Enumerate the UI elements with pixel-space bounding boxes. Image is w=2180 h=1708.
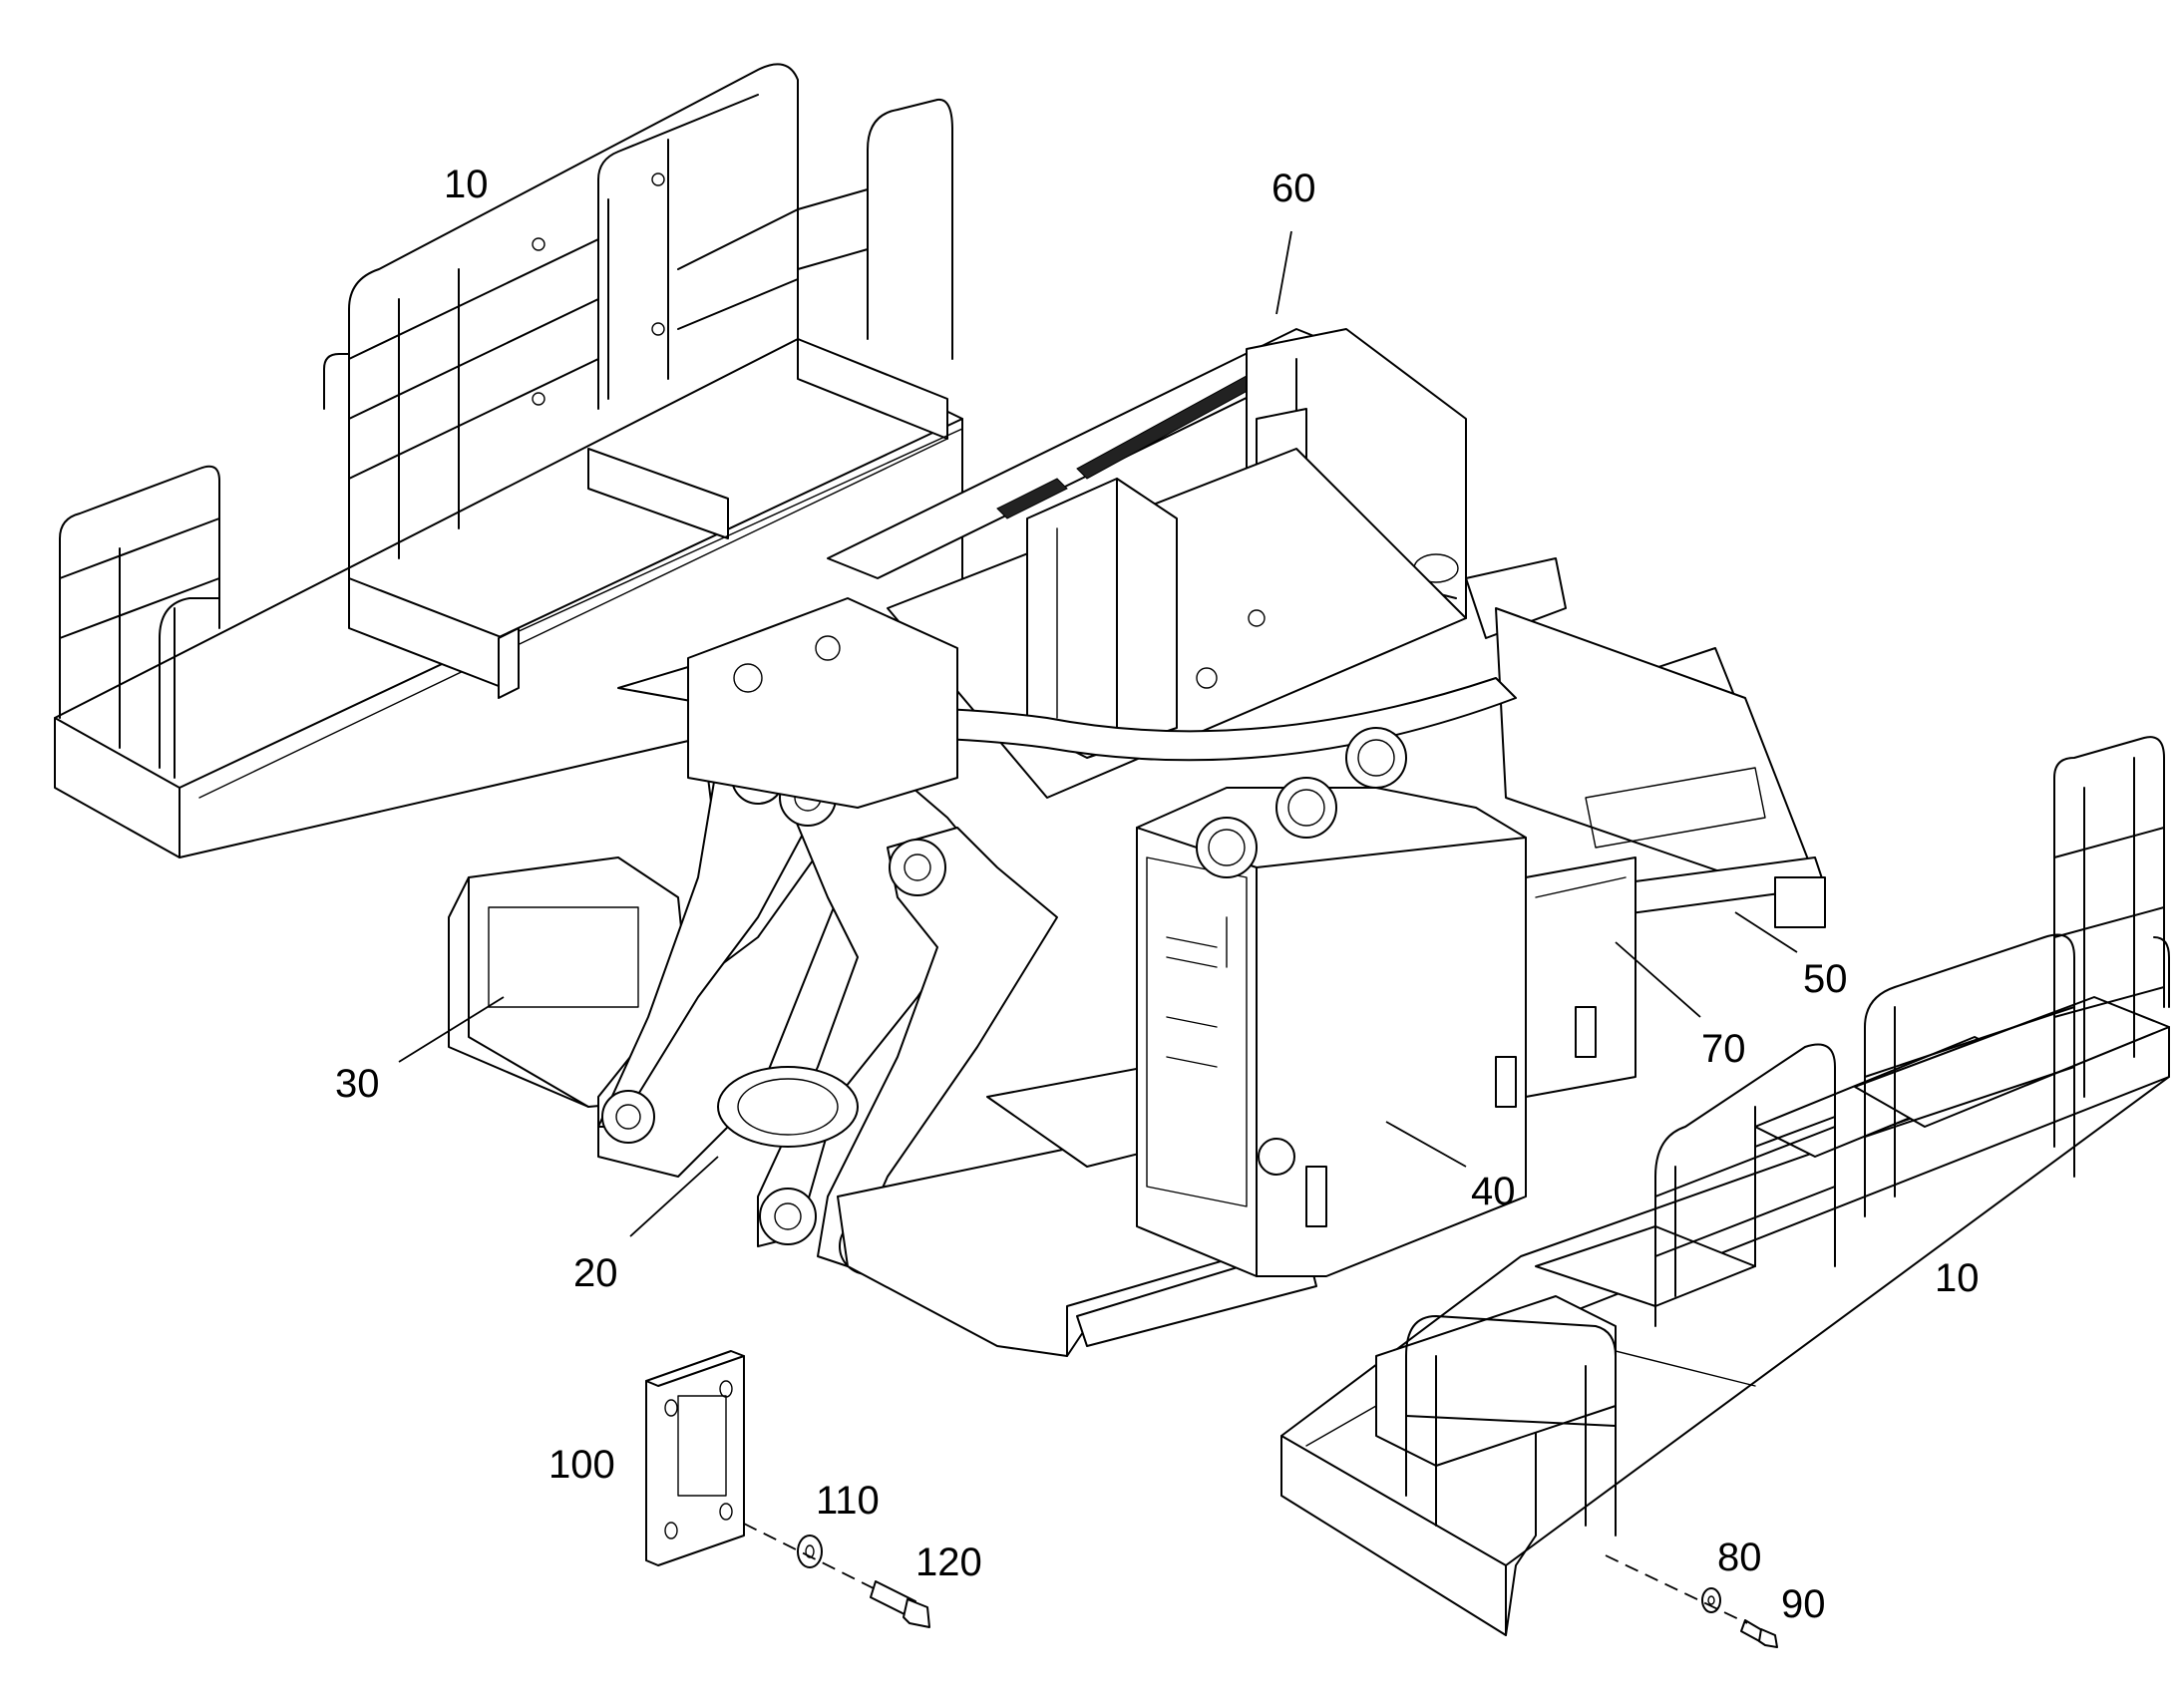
leader-60 [1275, 230, 1292, 315]
callout-pad-plate: 100 [548, 1443, 615, 1487]
walkway-right [1280, 736, 2170, 1636]
assembly-line-pad [743, 1523, 879, 1591]
callout-washer-large: 110 [816, 1479, 880, 1523]
callout-tank: 40 [1471, 1170, 1516, 1213]
callout-bolt-small: 90 [1781, 1582, 1826, 1626]
washer-large [797, 1535, 823, 1568]
main-frame [448, 328, 1826, 1357]
callout-upper-frame: 60 [1272, 167, 1316, 210]
callout-side-frame: 50 [1803, 957, 1848, 1001]
leader-70 [1615, 941, 1701, 1018]
callout-bolt-large: 120 [915, 1540, 982, 1584]
bolt-small [1740, 1619, 1778, 1648]
callout-walkway-left: 10 [444, 163, 489, 206]
leader-20 [629, 1156, 719, 1237]
callout-center-section: 20 [573, 1251, 618, 1295]
callout-rear-section: 30 [335, 1062, 380, 1106]
leader-50 [1734, 911, 1798, 953]
assembly-line-walkway [1605, 1554, 1748, 1624]
callout-walkway-right: 10 [1935, 1256, 1980, 1300]
washer-small [1701, 1587, 1721, 1613]
leader-30 [398, 996, 505, 1063]
leader-40 [1385, 1121, 1467, 1168]
bolt-large [870, 1580, 930, 1628]
callout-cross-frame: 70 [1701, 1027, 1746, 1071]
mounting-pad [645, 1350, 745, 1566]
callout-washer-small: 80 [1717, 1536, 1762, 1579]
